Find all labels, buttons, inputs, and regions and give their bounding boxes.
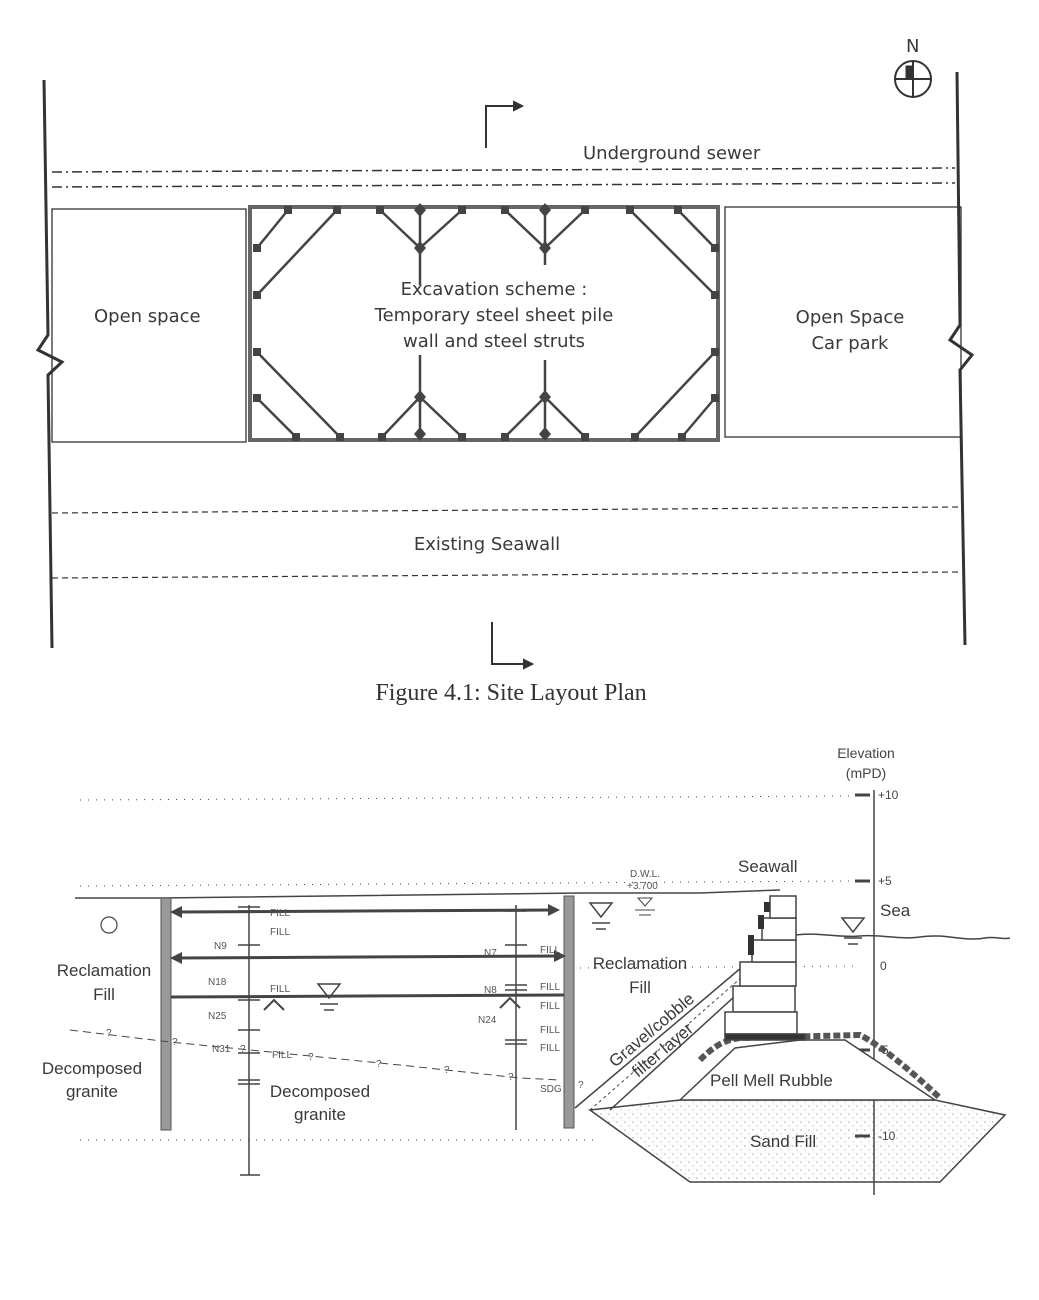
- open-space-left-label: Open space: [94, 306, 201, 327]
- sewer-line-top: [51, 167, 956, 173]
- water-level-icon-dwl: [588, 902, 614, 930]
- left-boundary-line: [35, 79, 65, 649]
- excavation-label-3: wall and steel struts: [403, 331, 585, 352]
- strut-arrows: [170, 908, 565, 999]
- reclamation-fill-right-2: Fill: [629, 978, 651, 997]
- dwl-label-2: +3.700: [627, 881, 658, 892]
- bh-n31: N31: [212, 1044, 231, 1055]
- bh-q6: ?: [444, 1065, 450, 1076]
- bh-fill-e: FILL: [540, 945, 560, 956]
- bh-sdg: SDG: [540, 1084, 562, 1095]
- water-level-icon-dwl-small: [635, 897, 655, 916]
- existing-seawall-label: Existing Seawall: [414, 534, 560, 555]
- north-label: N: [906, 36, 919, 57]
- bh-fill-i: FILL: [540, 1043, 560, 1054]
- seawall-face-detail: [748, 902, 770, 955]
- bh-q8: ?: [578, 1080, 584, 1091]
- borehole-marker-circle: [100, 916, 118, 934]
- reclamation-fill-right-1: Reclamation: [593, 954, 688, 973]
- bh-n9: N9: [214, 941, 227, 952]
- strut-kinks: [263, 996, 521, 1011]
- elevation-tick-minus5: -5: [878, 1043, 889, 1057]
- bh-fill-h: FILL: [540, 1025, 560, 1036]
- ground-line: [75, 889, 781, 899]
- granite-interface-line: [69, 1029, 561, 1081]
- bh-q2: ?: [172, 1037, 178, 1048]
- water-level-icon-sea: [840, 917, 866, 945]
- water-level-icon-mid: [316, 983, 342, 1011]
- seawall-label: Seawall: [738, 857, 798, 876]
- bh-fill-c: FILL: [270, 984, 290, 995]
- strut-arrowheads: [170, 904, 566, 964]
- pell-mell-rubble-label: Pell Mell Rubble: [710, 1071, 833, 1090]
- sheet-pile-left: [160, 897, 172, 1131]
- decomposed-granite-mid-2: granite: [294, 1105, 346, 1124]
- bh-fill-f: FILL: [540, 982, 560, 993]
- section-marker-top: [485, 100, 525, 148]
- open-space-left-box: [51, 208, 247, 443]
- sewer-line-bottom: [51, 182, 956, 188]
- sea-surface-line: [794, 933, 1011, 940]
- bh-n24: N24: [478, 1015, 497, 1026]
- cross-section: [69, 790, 1011, 1195]
- excavation-label-1: Excavation scheme :: [401, 279, 588, 300]
- site-layout-plan: N: [35, 36, 975, 670]
- steel-struts: [256, 209, 716, 438]
- excavation-label-2: Temporary steel sheet pile: [374, 305, 614, 326]
- excavation-box: [248, 205, 720, 442]
- decomposed-granite-left-2: granite: [66, 1082, 118, 1101]
- rubble-armour-outline: [697, 1031, 943, 1101]
- bh-q3: ?: [240, 1044, 246, 1055]
- seawall-dashed-top: [51, 506, 961, 514]
- section-marker-bottom: [491, 622, 535, 670]
- bh-n8: N8: [484, 985, 497, 996]
- bh-n7: N7: [484, 948, 497, 959]
- reclamation-fill-left-2: Fill: [93, 985, 115, 1004]
- decomposed-granite-mid-1: Decomposed: [270, 1082, 370, 1101]
- pell-mell-rubble-area: [678, 1039, 938, 1101]
- sheet-pile-right: [563, 895, 575, 1129]
- elevation-title-1: Elevation: [837, 745, 895, 761]
- north-arrow-icon: [894, 60, 932, 98]
- decomposed-granite-left-1: Decomposed: [42, 1059, 142, 1078]
- figure-caption: Figure 4.1: Site Layout Plan: [375, 680, 646, 706]
- reclamation-fill-left-1: Reclamation: [57, 961, 152, 980]
- elevation-tick-plus5: +5: [878, 874, 892, 888]
- elevation-tick-zero: 0: [880, 959, 887, 973]
- bh-n18: N18: [208, 977, 227, 988]
- elevation-title-2: (mPD): [846, 765, 886, 781]
- bh-q4: ?: [308, 1052, 314, 1063]
- bh-q7: ?: [508, 1072, 514, 1083]
- plan-labels: Underground sewer Open space Excavation …: [94, 143, 904, 706]
- bh-fill-a: FILL: [270, 908, 290, 919]
- elevation-tick-minus10: -10: [878, 1129, 896, 1143]
- bh-n25: N25: [208, 1011, 227, 1022]
- sand-fill-label: Sand Fill: [750, 1132, 816, 1151]
- bh-fill-b: FILL: [270, 927, 290, 938]
- open-space-right-box: [724, 206, 962, 438]
- strut-connectors: [253, 203, 719, 441]
- elevation-tick-plus10: +10: [878, 788, 899, 802]
- dwl-label-1: D.W.L.: [630, 869, 660, 880]
- sea-label: Sea: [880, 901, 911, 920]
- underground-sewer-label: Underground sewer: [583, 143, 761, 164]
- bh-q5: ?: [376, 1059, 382, 1070]
- ref-line-plus5: [79, 880, 856, 887]
- ref-line-plus10: [79, 795, 856, 801]
- open-space-right-label-2: Car park: [811, 333, 889, 354]
- open-space-right-label-1: Open Space: [796, 307, 905, 328]
- bh-fill-g: FILL: [540, 1001, 560, 1012]
- bh-fill-d: FILL: [272, 1050, 292, 1061]
- bh-q1: ?: [106, 1028, 112, 1039]
- seawall-blocks: [724, 895, 806, 1041]
- seawall-dashed-bottom: [51, 571, 961, 579]
